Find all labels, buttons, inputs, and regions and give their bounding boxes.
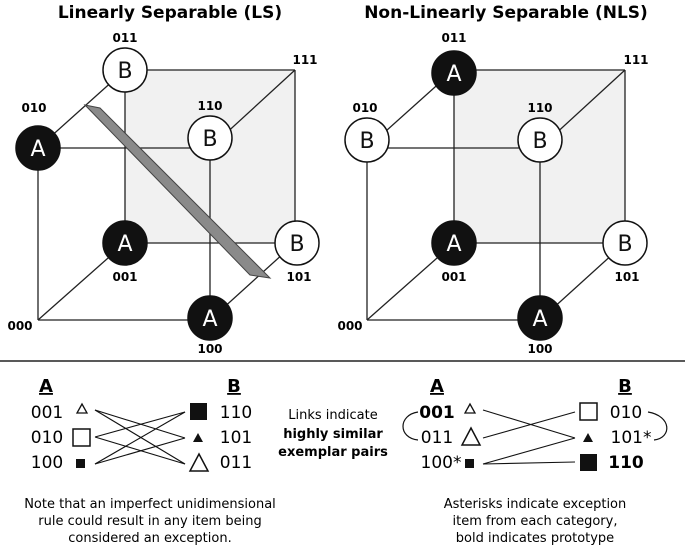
ls-item-b-110: 110 xyxy=(220,403,252,423)
nls-item-b-110: 110 xyxy=(608,453,644,473)
ls-item-b-011: 011 xyxy=(220,453,252,473)
nls-right-bracket xyxy=(647,411,668,441)
nls-node-101-letter: B xyxy=(617,232,632,257)
links-note-line3: exemplar pairs xyxy=(278,445,388,460)
ls-node-011-letter: B xyxy=(117,59,132,84)
large-outline-square-icon xyxy=(72,428,91,447)
ls-node-010: A xyxy=(15,125,61,171)
large-filled-square-icon xyxy=(190,403,207,420)
nls-label-000: 000 xyxy=(337,319,362,333)
ls-node-110: B xyxy=(187,115,233,161)
ls-node-101-letter: B xyxy=(289,232,304,257)
nls-legend: A B 001 011 100* 010 101* 110 xyxy=(402,376,668,473)
nls-label-010: 010 xyxy=(352,101,377,115)
links-note: Links indicate highly similar exemplar p… xyxy=(278,408,388,460)
nls-title: Non-Linearly Separable (NLS) xyxy=(364,3,648,23)
ls-note-line3: considered an exception. xyxy=(68,531,231,546)
nls-label-100: 100 xyxy=(527,342,552,356)
ls-label-000: 000 xyxy=(7,319,32,333)
ls-node-010-letter: A xyxy=(30,137,45,162)
nls-item-a-001: 001 xyxy=(419,403,455,423)
ls-label-110: 110 xyxy=(197,99,222,113)
ls-label-100: 100 xyxy=(197,342,222,356)
nls-node-010-letter: B xyxy=(359,129,374,154)
small-filled-triangle-icon xyxy=(583,433,593,442)
nls-node-110-letter: B xyxy=(532,129,547,154)
nls-node-011-letter: A xyxy=(446,62,461,87)
large-outline-triangle-icon xyxy=(188,452,210,472)
nls-note-line2: item from each category, xyxy=(453,514,618,529)
nls-node-001: A xyxy=(431,220,477,266)
nls-cube-edges xyxy=(366,69,626,321)
nls-label-111: 111 xyxy=(623,53,648,67)
small-filled-square-icon xyxy=(465,459,474,468)
nls-footnote: Asterisks indicate exception item from e… xyxy=(444,497,627,546)
nls-cube: B A B A B A 011 111 010 110 001 101 000 … xyxy=(337,31,648,356)
nls-label-101: 101 xyxy=(614,270,639,284)
small-outline-triangle-icon xyxy=(463,402,477,414)
ls-node-001-letter: A xyxy=(117,232,132,257)
nls-node-100: A xyxy=(517,295,563,341)
nls-node-010: B xyxy=(344,117,390,163)
ls-node-101: B xyxy=(274,220,320,266)
nls-similarity-links xyxy=(482,409,576,465)
nls-legend-head-a: A xyxy=(430,376,444,397)
nls-left-bracket xyxy=(402,411,419,441)
ls-item-a-100: 100 xyxy=(31,453,63,473)
large-filled-square-icon xyxy=(580,454,597,471)
ls-label-101: 101 xyxy=(286,270,311,284)
nls-node-100-letter: A xyxy=(532,307,547,332)
ls-footnote: Note that an imperfect unidimensional ru… xyxy=(24,497,276,546)
nls-note-line1: Asterisks indicate exception xyxy=(444,497,627,512)
ls-item-a-010: 010 xyxy=(31,428,63,448)
nls-node-110: B xyxy=(517,117,563,163)
nls-note-line3: bold indicates prototype xyxy=(456,531,614,546)
links-note-line2: highly similar xyxy=(283,427,383,442)
small-outline-triangle-icon xyxy=(75,402,89,414)
ls-label-111: 111 xyxy=(292,53,317,67)
ls-label-010: 010 xyxy=(21,101,46,115)
links-note-line1: Links indicate xyxy=(288,408,377,423)
nls-item-b-101: 101* xyxy=(611,428,652,448)
nls-label-110: 110 xyxy=(527,101,552,115)
nls-legend-head-b: B xyxy=(618,376,632,397)
ls-item-a-001: 001 xyxy=(31,403,63,423)
small-filled-square-icon xyxy=(76,459,85,468)
nls-item-a-100: 100* xyxy=(421,453,462,473)
ls-label-011: 011 xyxy=(112,31,137,45)
nls-label-001: 001 xyxy=(441,270,466,284)
ls-legend: A B 001 010 100 110 101 011 xyxy=(31,376,252,473)
ls-node-100-letter: A xyxy=(202,307,217,332)
ls-note-line1: Note that an imperfect unidimensional xyxy=(24,497,276,512)
large-outline-triangle-icon xyxy=(460,426,482,446)
ls-separating-plane xyxy=(83,104,272,279)
large-outline-square-icon xyxy=(579,402,598,421)
small-filled-triangle-icon xyxy=(193,433,203,442)
ls-title: Linearly Separable (LS) xyxy=(58,3,282,23)
ls-legend-head-b: B xyxy=(227,376,241,397)
nls-item-b-010: 010 xyxy=(610,403,642,423)
ls-legend-head-a: A xyxy=(39,376,53,397)
ls-node-110-letter: B xyxy=(202,127,217,152)
ls-node-100: A xyxy=(187,295,233,341)
ls-cube: A B B A B A 011 111 010 110 001 101 000 … xyxy=(7,31,320,356)
ls-note-line2: rule could result in any item being xyxy=(38,514,261,529)
ls-label-001: 001 xyxy=(112,270,137,284)
nls-label-011: 011 xyxy=(441,31,466,45)
ls-item-b-101: 101 xyxy=(220,428,252,448)
ls-node-001: A xyxy=(102,220,148,266)
nls-node-001-letter: A xyxy=(446,232,461,257)
ls-node-011: B xyxy=(102,47,148,93)
nls-node-101: B xyxy=(602,220,648,266)
ls-similarity-links xyxy=(94,409,186,465)
nls-item-a-011: 011 xyxy=(421,428,453,448)
nls-node-011: A xyxy=(431,50,477,96)
